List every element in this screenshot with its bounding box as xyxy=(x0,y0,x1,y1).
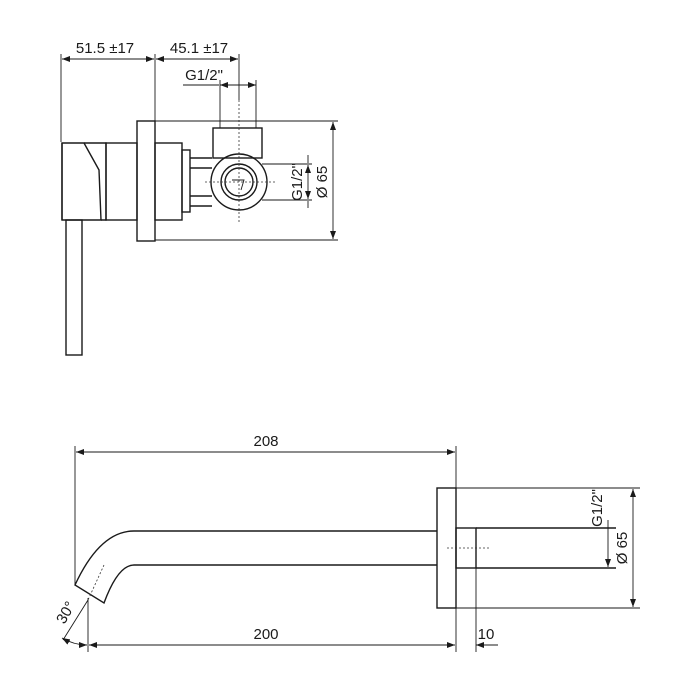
spout-side-view: 208 G1/2" Ø 65 200 10 30° xyxy=(53,433,640,652)
inlet-block xyxy=(212,127,263,159)
spout-pipe xyxy=(74,530,437,605)
outlet-detail xyxy=(232,179,245,191)
dim-plate-diameter-bottom: Ø 65 xyxy=(614,532,631,565)
handle-rod xyxy=(65,219,83,356)
mixer-side-view: 51.5 ±17 45.1 ±17 G1/2" xyxy=(60,40,338,356)
dim-projection: 200 xyxy=(253,626,278,643)
dim-thread: G1/2" xyxy=(589,489,606,527)
wall-plate xyxy=(136,120,156,242)
cartridge-ring xyxy=(181,149,191,213)
cartridge-sleeve xyxy=(154,142,183,221)
angle-arc xyxy=(61,637,88,648)
dim-body-depth: 45.1 ±17 xyxy=(170,40,228,57)
handle-body xyxy=(84,142,107,221)
cartridge-body xyxy=(105,142,138,221)
dim-inlet-thread-top: G1/2" xyxy=(185,67,223,84)
angle-extension-line xyxy=(62,599,89,641)
dim-angle: 30° xyxy=(53,599,79,627)
dim-overall-length: 208 xyxy=(253,433,278,450)
dim-handle-depth: 51.5 ±17 xyxy=(76,40,134,57)
wall-plate xyxy=(436,487,457,609)
center-line xyxy=(87,564,105,601)
dim-inlet-thread-side: G1/2" xyxy=(289,163,306,201)
handle-lever xyxy=(61,142,102,221)
dim-plate-diameter-top: Ø 65 xyxy=(314,166,331,199)
dim-connector: 10 xyxy=(478,626,495,643)
